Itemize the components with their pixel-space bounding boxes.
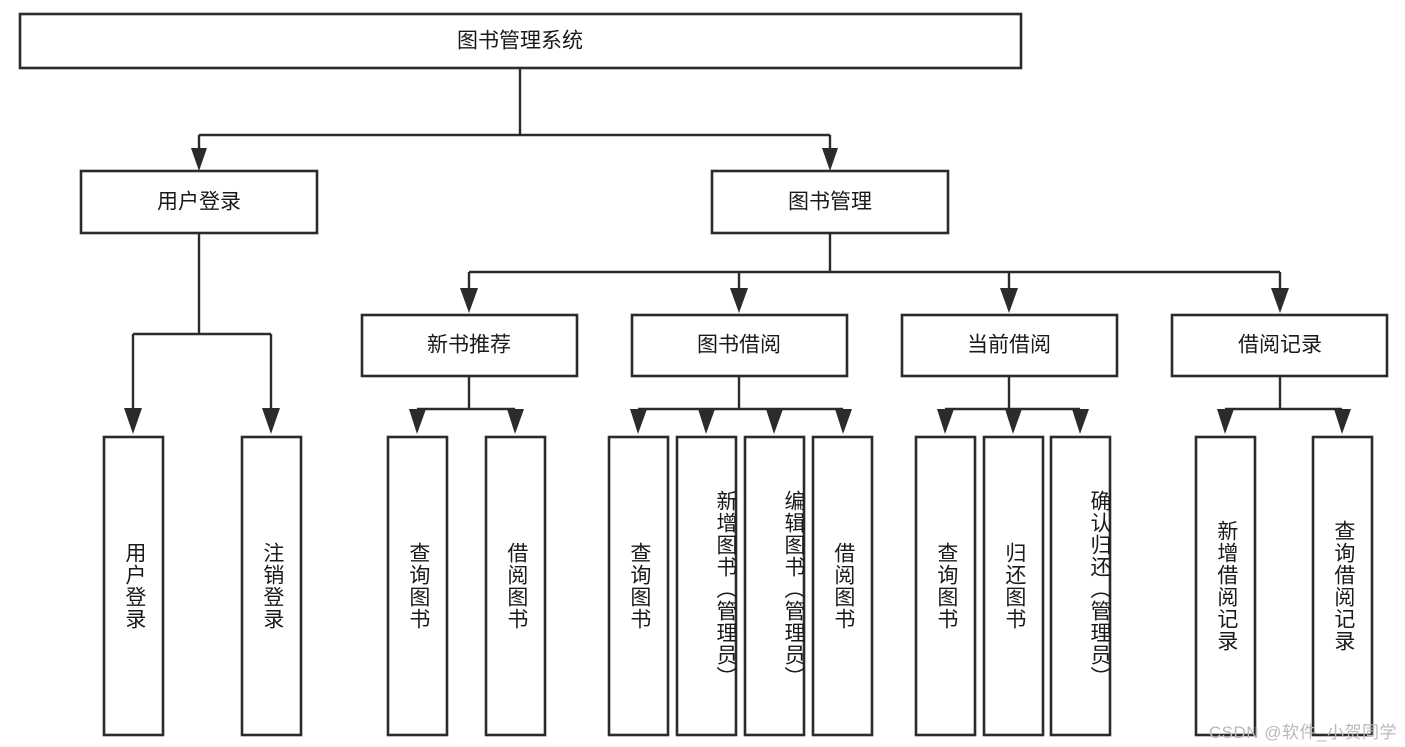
node-leaf-add-borrow-record[interactable] xyxy=(1194,435,1257,737)
node-book-borrow[interactable]: 图书借阅 xyxy=(630,313,849,378)
node-leaf-user-login[interactable] xyxy=(102,435,165,737)
connector-borrowrecord-to-leaves xyxy=(1217,376,1351,434)
node-leaf-query-borrow-record[interactable] xyxy=(1311,435,1374,737)
connector-bookmgmt-to-level3 xyxy=(460,233,1289,313)
node-leaf-return-book[interactable] xyxy=(982,435,1045,737)
node-leaf-borrow-book-borrow[interactable] xyxy=(811,435,874,737)
node-user-login-label: 用户登录 xyxy=(157,191,241,214)
node-leaf-add-book-admin[interactable] xyxy=(675,435,738,737)
node-user-login[interactable]: 用户登录 xyxy=(79,169,319,235)
node-leaf-borrow-book-newbook[interactable] xyxy=(484,435,547,737)
connector-currentborrow-to-leaves xyxy=(937,376,1089,434)
node-book-borrow-label: 图书借阅 xyxy=(697,334,781,357)
node-borrow-record-label: 借阅记录 xyxy=(1238,334,1322,357)
connector-userlogin-to-leaves xyxy=(124,233,280,434)
node-book-management[interactable]: 图书管理 xyxy=(710,169,950,235)
node-leaf-query-book-newbook[interactable] xyxy=(386,435,449,737)
connector-borrowbook-to-leaves xyxy=(630,376,852,434)
connector-newbook-to-leaves xyxy=(409,376,524,434)
node-new-book-recommend[interactable]: 新书推荐 xyxy=(360,313,579,378)
node-current-borrow[interactable]: 当前借阅 xyxy=(900,313,1119,378)
node-leaf-query-book-borrow[interactable] xyxy=(607,435,670,737)
node-root-label: 图书管理系统 xyxy=(457,30,583,53)
connector-root-to-level2 xyxy=(191,68,838,171)
node-leaf-confirm-return-admin[interactable] xyxy=(1049,435,1112,737)
node-new-book-recommend-label: 新书推荐 xyxy=(427,334,511,357)
node-borrow-record[interactable]: 借阅记录 xyxy=(1170,313,1389,378)
node-leaf-edit-book-admin[interactable] xyxy=(743,435,806,737)
csdn-watermark: CSDN @软件_小贺同学 xyxy=(1208,723,1397,742)
node-book-management-label: 图书管理 xyxy=(788,191,872,214)
node-leaf-query-book-current[interactable] xyxy=(914,435,977,737)
node-current-borrow-label: 当前借阅 xyxy=(967,334,1051,357)
node-leaf-logout[interactable] xyxy=(240,435,303,737)
node-root[interactable]: 图书管理系统 xyxy=(18,12,1023,70)
